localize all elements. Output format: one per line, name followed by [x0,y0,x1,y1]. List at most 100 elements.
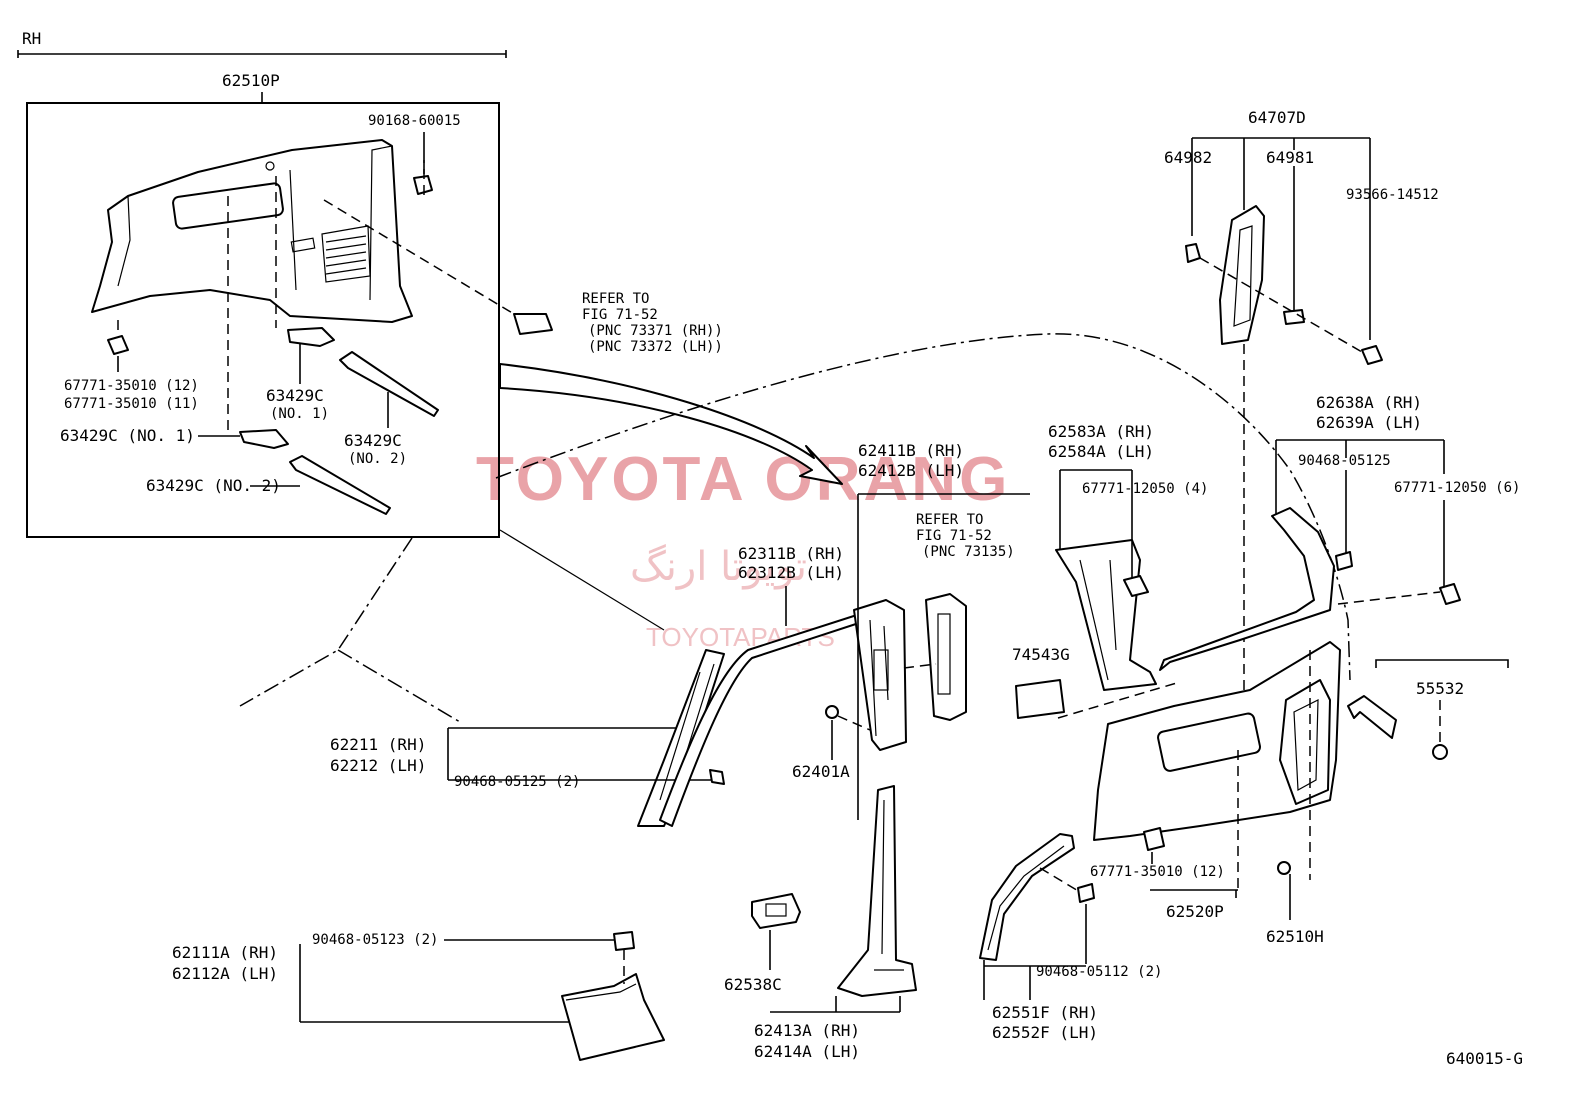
clip-90468-05112 [1077,883,1095,903]
clip-67771-12050-6 [1439,583,1461,605]
label-64707D: 64707D [1248,108,1306,127]
label-74543G: 74543G [1012,645,1070,664]
label-90468-05123: 90468-05123 (2) [312,932,438,948]
label-67771-35010-12: 67771-35010 (12) [64,378,199,394]
plug-55532 [1432,744,1448,760]
label-62510P: 62510P [222,71,280,90]
rh-inset-group: RH 62510P 90168-60015 67771-35010 (12) 6… [17,29,507,538]
rear-scuff-group: 90468-05112 (2) 62551F (RH) 62552F (LH) [979,833,1162,1042]
label-63429C-no2: 63429C (NO. 2) [146,476,281,495]
label-67771-12050-4: 67771-12050 (4) [1082,481,1208,497]
strap-63429C-no2-upper [339,351,439,417]
refer1-line1: REFER TO [582,291,649,307]
clip-62510H [1277,861,1291,875]
strap-63429C-no2-lower [289,455,391,515]
label-62520P: 62520P [1166,902,1224,921]
clip-63429C-no1-upper [287,327,335,347]
clip-67771-12050-4 [1123,575,1149,597]
label-62312B: 62312B (LH) [738,563,844,582]
clip-67771-inset [107,335,129,355]
pillar-trim-62583A [1055,539,1157,691]
body-outline-upper [495,333,1351,681]
clip-90468-05123 [613,931,635,951]
label-62551F: 62551F (RH) [992,1003,1098,1022]
center-pillar-upper-62411B [853,599,907,751]
label-62412B: 62412B (LH) [858,461,964,480]
upper-back-trim-62638A [1159,507,1335,671]
label-62638A: 62638A (RH) [1316,393,1422,412]
side-label: RH [22,29,41,48]
label-55532: 55532 [1416,679,1464,698]
label-90168-60015: 90168-60015 [368,113,461,129]
inset-box [26,102,500,538]
clip-64982 [1185,243,1201,263]
cover-62538C [751,893,801,929]
label-64981: 64981 [1266,148,1314,167]
quarter-panel-group: 67771-35010 (12) 62520P 62510H 55532 [1090,641,1509,946]
clip-63429C-no1-lower [239,429,289,449]
seatbelt-cover [925,593,967,721]
clip-64981 [1283,309,1305,325]
label-62311B: 62311B (RH) [738,544,844,563]
clip-90168 [413,175,433,195]
label-62583A: 62583A (RH) [1048,422,1154,441]
label-67771-35010-12: 67771-35010 (12) [1090,864,1225,880]
refer1-line3: (PNC 73371 (RH)) [588,323,723,339]
clip-62401A [825,705,839,719]
rh-bracket [17,50,507,58]
scuff-plate-62551F [979,833,1075,961]
watermark: TOYOTA ORANG تویوتا ارنگ TOYOTAPARTS [476,445,1010,652]
front-pillar-group: 62211 (RH) 62212 (LH) 90468-05125 (2) 62… [330,544,863,827]
figure-code: 640015-G [1446,1049,1523,1068]
back-door-trim-group: 62638A (RH) 62639A (LH) 90468-05125 6777… [1159,393,1520,671]
label-67771-35010-11: 67771-35010 (11) [64,396,199,412]
label-67771-12050-6: 67771-12050 (6) [1394,480,1520,496]
refer2-line3: (PNC 73135) [922,544,1015,560]
watermark-title: TOYOTA ORANG [476,445,1010,514]
label-62212: 62212 (LH) [330,756,426,775]
pointer-arrow [499,363,843,485]
front-pillar-trim-62211 [637,649,725,827]
label-90468-05125-2: 90468-05125 (2) [454,774,580,790]
refer1-line4: (PNC 73372 (LH)) [588,339,723,355]
cover-64707D [1219,205,1265,345]
label-90468-05125: 90468-05125 [1298,453,1391,469]
clip-67771-35010 [1143,827,1165,851]
clip-93566 [1361,345,1383,365]
label-62111A: 62111A (RH) [172,943,278,962]
label-63429C-upper2: 63429C [344,431,402,450]
scuff-plate-62111A [561,973,665,1061]
center-pillar-lower-62413A [837,785,917,997]
label-62411B: 62411B (RH) [858,441,964,460]
label-63429C-upper2-no2: (NO. 2) [348,451,407,467]
label-62211: 62211 (RH) [330,735,426,754]
label-62584A: 62584A (LH) [1048,442,1154,461]
label-62112A: 62112A (LH) [172,964,278,983]
label-64982: 64982 [1164,148,1212,167]
label-62552F: 62552F (LH) [992,1023,1098,1042]
label-63429C-no1: 63429C (NO. 1) [60,426,195,445]
label-63429C-upper-no1: (NO. 1) [270,406,329,422]
refer-clip-73371 [513,313,553,335]
center-pillar-group: 62411B (RH) 62412B (LH) REFER TO FIG 71-… [724,441,1030,1061]
front-scuff-group: 90468-05123 (2) 62111A (RH) 62112A (LH) [172,931,665,1061]
label-62510H: 62510H [1266,927,1324,946]
refer2-line2: FIG 71-52 [916,528,992,544]
rear-pillar-group: 62583A (RH) 62584A (LH) 67771-12050 (4) … [1012,422,1208,719]
refer1-line2: FIG 71-52 [582,307,658,323]
label-62538C: 62538C [724,975,782,994]
label-93566-14512: 93566-14512 [1346,187,1439,203]
body-outline-left [239,537,413,707]
pad-74543G [1015,679,1065,719]
label-63429C-upper: 63429C [266,386,324,405]
refer2-line1: REFER TO [916,512,983,528]
label-62639A: 62639A (LH) [1316,413,1422,432]
clip-90468-05125 [1335,551,1353,571]
label-62401A: 62401A [792,762,850,781]
label-62414A: 62414A (LH) [754,1042,860,1061]
label-90468-05112: 90468-05112 (2) [1036,964,1162,980]
quarter-trim-panel-inset [91,139,413,323]
watermark-persian: تویوتا ارنگ [630,544,807,590]
